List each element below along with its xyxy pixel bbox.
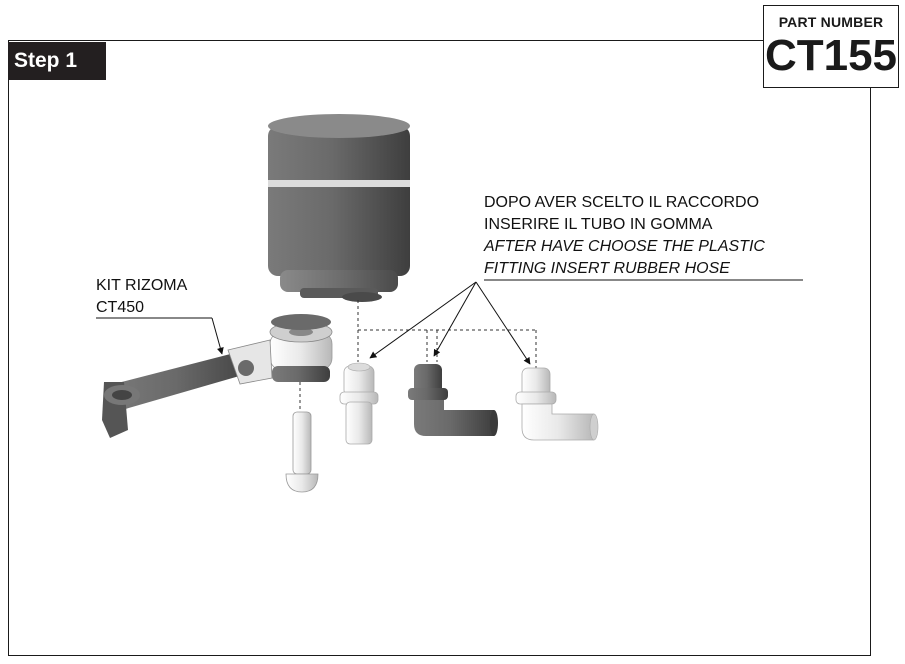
kit-callout-line1: KIT RIZOMA <box>96 277 188 294</box>
part-number-label: PART NUMBER <box>778 14 884 30</box>
bracket-arm <box>102 339 273 438</box>
kit-leader <box>211 317 224 355</box>
part-number-value: CT155 <box>764 31 898 80</box>
straight-fitting <box>339 362 379 445</box>
elbow-fitting-dark <box>408 364 498 436</box>
reservoir <box>268 114 410 302</box>
elbow-fitting-light <box>515 367 599 441</box>
mounting-adapter <box>269 314 333 382</box>
instruction-leaders <box>369 281 531 365</box>
illustration-frame <box>8 40 871 656</box>
instruction-it-line2: INSERIRE IL TUBO IN GOMMA <box>484 216 713 233</box>
kit-callout-line2: CT450 <box>96 299 145 316</box>
instruction-en-line2: FITTING INSERT RUBBER HOSE <box>484 260 730 277</box>
instruction-en-line1: AFTER HAVE CHOOSE THE PLASTIC <box>484 238 765 255</box>
mounting-bolt <box>285 411 319 493</box>
step-label: Step 1 <box>8 42 106 80</box>
part-number-box: PART NUMBER CT155 <box>763 5 899 88</box>
instruction-it-line1: DOPO AVER SCELTO IL RACCORDO <box>484 194 760 211</box>
